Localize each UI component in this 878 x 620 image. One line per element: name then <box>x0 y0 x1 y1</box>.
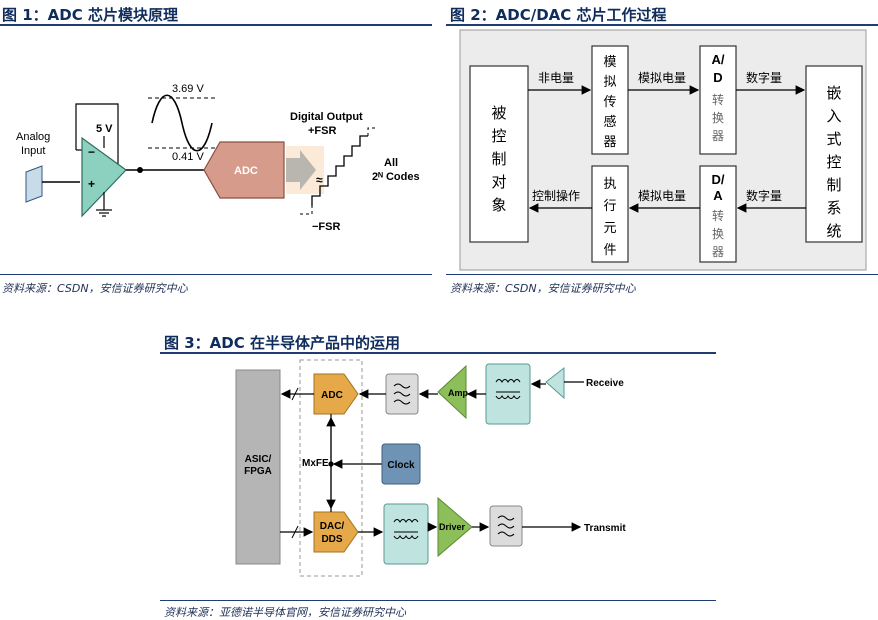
fig2-label-digital-top: 数字量 <box>746 70 782 85</box>
fig1-fsr-neg: −FSR <box>312 221 340 233</box>
fig1-adc-diagram: Analog Input 5 V − + 3.69 V 0.41 V ADC ≈… <box>16 83 420 233</box>
fig2-label-non-electric: 非电量 <box>538 71 574 85</box>
fig3-receive-label: Receive <box>586 378 624 389</box>
fig3-dac-label-2: DDS <box>321 534 342 545</box>
fig3-driver <box>437 496 473 558</box>
fig3-title-rule <box>160 352 716 354</box>
fig2-sensor-0: 模 <box>603 54 616 69</box>
fig3-title: 图 3：ADC 在半导体产品中的运用 <box>164 334 400 352</box>
fig2-ad-1: D <box>713 70 722 85</box>
fig2-emb-3: 控 <box>826 154 841 171</box>
fig2-daconv-1: 换 <box>712 227 724 241</box>
fig2-label-control-op: 控制操作 <box>532 188 580 203</box>
fig1-v-high: 3.69 V <box>172 83 204 95</box>
fig3-asic-fpga <box>235 369 281 565</box>
fig2-obj-2: 制 <box>491 151 506 168</box>
fig2-ad-0: A/ <box>712 52 725 67</box>
fig1-analog-label-2: Input <box>21 145 45 157</box>
fig2-adconv-0: 转 <box>712 92 724 107</box>
fig1-source: 资料来源：CSDN，安信证券研究中心 <box>2 282 188 295</box>
fig3-tx-balun <box>383 503 429 565</box>
fig2-act-1: 行 <box>603 198 616 213</box>
fig2-adconv-1: 换 <box>712 111 724 125</box>
fig1-v-low: 0.41 V <box>172 151 204 163</box>
fig1-all-codes-2: 2ᴺ Codes <box>372 171 420 183</box>
fig2-act-2: 元 <box>603 220 616 235</box>
fig2-title: 图 2：ADC/DAC 芯片工作过程 <box>450 6 667 24</box>
fig1-opamp-minus: − <box>88 145 95 159</box>
fig2-label-analog-bottom: 模拟电量 <box>638 189 686 203</box>
fig2-ad-converter <box>699 45 737 155</box>
fig1-all-codes-1: All <box>384 157 398 169</box>
fig2-sensor-2: 传 <box>603 94 616 109</box>
fig1-analog-label-1: Analog <box>16 131 50 143</box>
fig3-application-diagram: ASIC/ FPGA MxFE ADC DAC/ DDS Clock Amp R… <box>235 359 626 577</box>
fig3-source-rule <box>160 600 716 601</box>
svg-text:≈: ≈ <box>316 173 323 187</box>
fig2-emb-2: 式 <box>826 131 841 148</box>
fig3-rx-balun <box>485 363 531 425</box>
fig2-label-analog-top: 模拟电量 <box>638 71 686 85</box>
fig3-adc-block <box>313 373 359 415</box>
fig2-sensor-1: 拟 <box>603 74 616 89</box>
fig2-controlled-object <box>469 65 529 243</box>
fig2-emb-0: 嵌 <box>826 85 841 102</box>
fig2-daconv-2: 器 <box>712 245 724 259</box>
fig1-staircase <box>311 135 368 206</box>
fig2-daconv-0: 转 <box>712 208 724 223</box>
fig3-dac-block <box>313 511 359 553</box>
fig3-asic-1: ASIC/ <box>245 454 272 465</box>
fig3-clock-block <box>381 443 421 485</box>
fig2-emb-4: 制 <box>826 177 841 194</box>
fig3-driver-label: Driver <box>439 522 466 532</box>
fig2-actuator <box>591 165 629 263</box>
fig2-embedded-system <box>805 65 863 243</box>
fig2-adconv-2: 器 <box>712 129 724 143</box>
fig3-clock-label: Clock <box>387 460 415 471</box>
fig1-title: 图 1：ADC 芯片模块原理 <box>2 6 178 24</box>
fig3-dac-label-1: DAC/ <box>320 521 345 532</box>
fig3-amp-label: Amp <box>448 388 469 398</box>
fig1-input-connector <box>25 165 43 203</box>
fig1-fsr-pos: +FSR <box>308 125 336 137</box>
fig1-opamp-plus: + <box>88 177 95 191</box>
fig2-sensor-4: 器 <box>603 134 616 149</box>
fig2-obj-3: 对 <box>491 174 506 191</box>
fig2-act-3: 件 <box>603 242 616 257</box>
fig3-mxfe-boundary <box>299 359 363 577</box>
fig2-sensor-3: 感 <box>603 114 616 129</box>
fig2-emb-5: 系 <box>826 200 841 217</box>
fig1-adc-label: ADC <box>234 165 258 177</box>
fig2-sensor <box>591 45 629 155</box>
fig1-supply-label: 5 V <box>96 123 113 135</box>
fig1-source-rule <box>0 274 432 275</box>
fig3-amp <box>437 364 467 420</box>
fig1-title-rule <box>0 24 432 26</box>
fig2-da-converter <box>699 165 737 263</box>
fig2-source: 资料来源：CSDN，安信证券研究中心 <box>450 282 636 295</box>
fig2-obj-1: 控 <box>491 128 506 145</box>
fig2-process-diagram: 被 控 制 对 象 模 拟 传 感 器 A/ D 转 换 器 嵌 入 式 控 制… <box>459 29 867 271</box>
fig3-asic-2: FPGA <box>244 466 272 477</box>
fig2-obj-0: 被 <box>491 105 506 122</box>
fig2-title-rule <box>446 24 878 26</box>
fig2-label-digital-bottom: 数字量 <box>746 188 782 203</box>
fig2-emb-1: 入 <box>826 108 841 125</box>
fig2-emb-6: 统 <box>826 223 841 240</box>
fig1-digital-output: Digital Output <box>290 111 363 123</box>
fig3-source: 资料来源：亚德诺半导体官网，安信证券研究中心 <box>164 606 406 619</box>
fig3-receive-antenna <box>545 366 565 400</box>
fig1-adc-block <box>203 141 285 199</box>
fig3-transmit-label: Transmit <box>584 523 626 534</box>
fig2-da-0: D/ <box>712 172 725 187</box>
fig2-act-0: 执 <box>603 176 616 191</box>
fig2-source-rule <box>446 274 878 275</box>
fig3-mxfe-label: MxFE <box>302 458 329 469</box>
fig1-sine-wave <box>151 94 213 152</box>
fig3-adc-label: ADC <box>321 390 343 401</box>
fig2-obj-4: 象 <box>491 197 506 214</box>
fig2-da-1: A <box>713 188 723 203</box>
